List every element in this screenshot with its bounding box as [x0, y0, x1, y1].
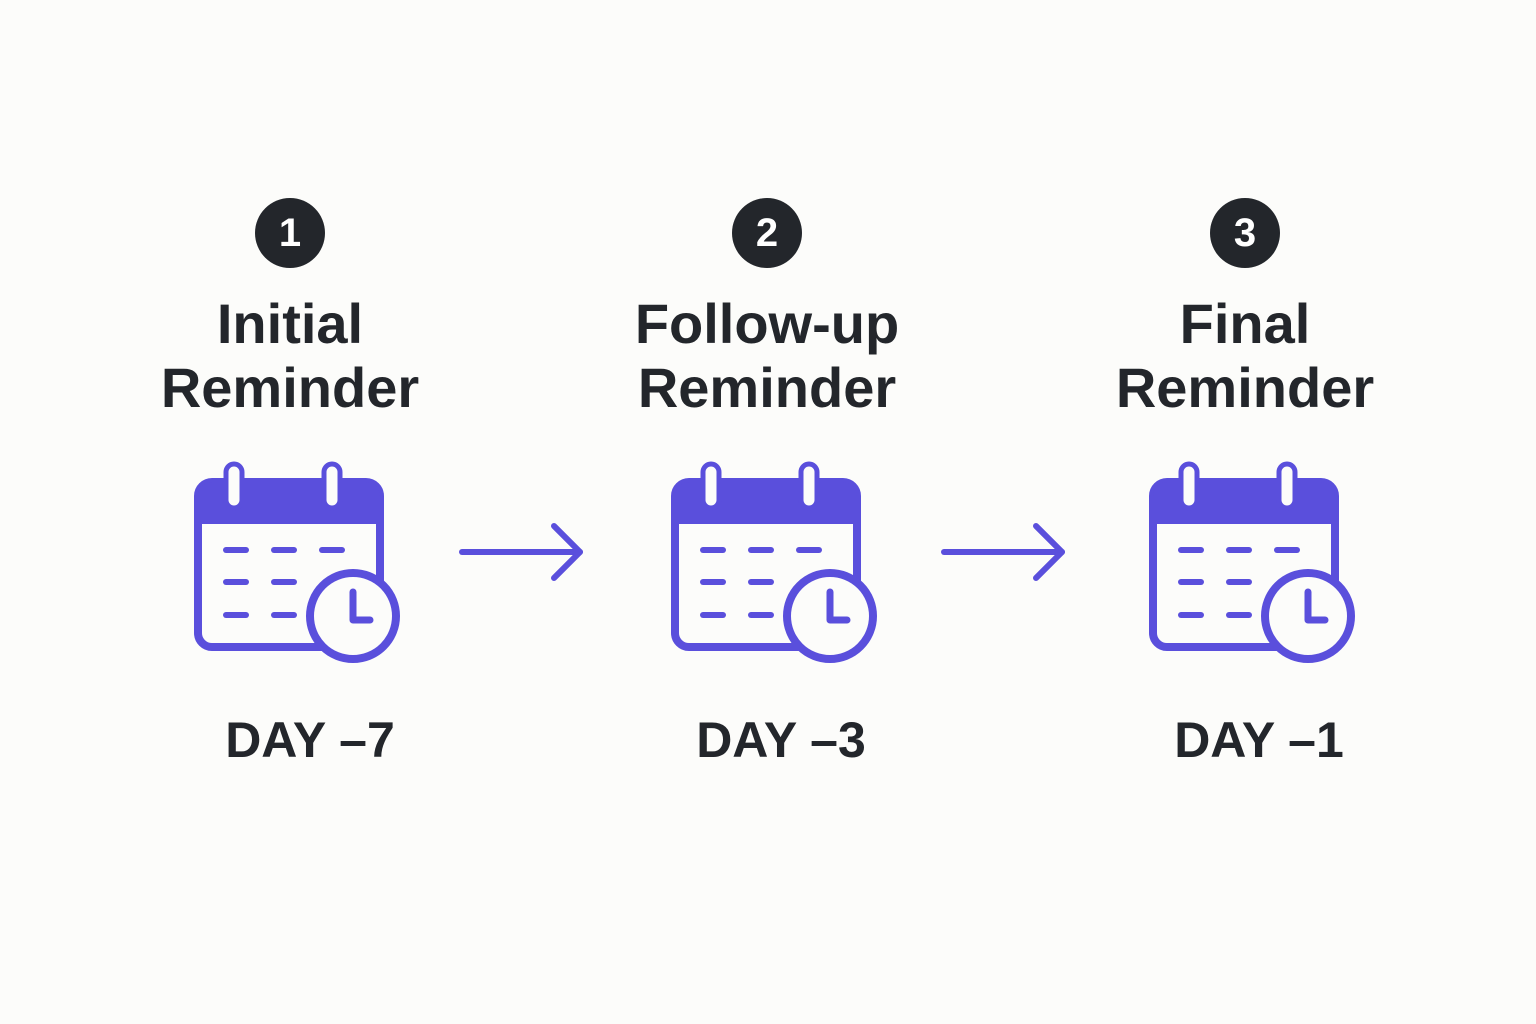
step-title-line2: Reminder	[637, 356, 897, 419]
calendar-clock-icon	[1145, 460, 1365, 670]
step-title-line2: Reminder	[1115, 356, 1375, 419]
step-follow-up-reminder: 2 Follow-up Reminder DAY –3	[597, 0, 937, 1024]
step-number-badge: 1	[255, 198, 325, 268]
step-title: Follow-up Reminder	[597, 292, 937, 420]
step-title-line1: Follow-up	[634, 292, 900, 355]
step-number-badge: 2	[732, 198, 802, 268]
day-label: DAY –7	[225, 712, 395, 768]
step-number-badge: 3	[1210, 198, 1280, 268]
day-label: DAY –1	[1174, 712, 1344, 768]
step-title-line1: Initial	[216, 292, 364, 355]
step-title-line1: Final	[1179, 292, 1311, 355]
step-initial-reminder: 1 Initial Reminder DAY –7	[120, 0, 460, 1024]
step-title-line2: Reminder	[160, 356, 420, 419]
arrow-right-icon	[458, 520, 588, 584]
day-label: DAY –3	[696, 712, 866, 768]
calendar-clock-icon	[667, 460, 887, 670]
step-final-reminder: 3 Final Reminder DAY –1	[1075, 0, 1415, 1024]
calendar-clock-icon	[190, 460, 410, 670]
arrow-right-icon	[940, 520, 1070, 584]
step-title: Final Reminder	[1075, 292, 1415, 420]
step-title: Initial Reminder	[120, 292, 460, 420]
